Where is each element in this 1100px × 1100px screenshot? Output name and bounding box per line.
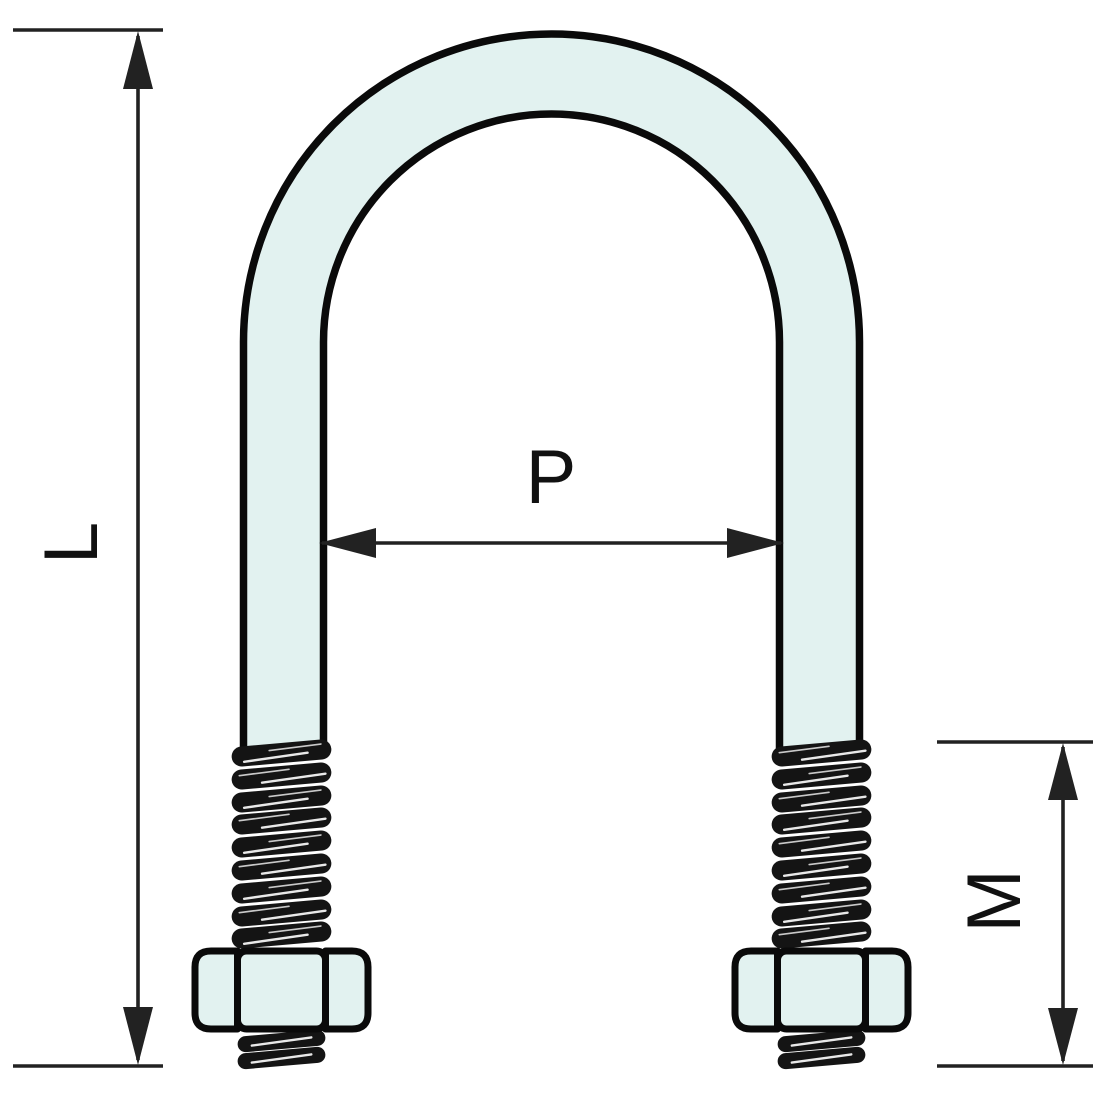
- dimension-M: [937, 740, 1093, 1068]
- label-pitch: P: [526, 435, 577, 520]
- left-nut-centre-facet: [234, 947, 329, 1033]
- right-nut-right-facet: [862, 947, 912, 1033]
- label-length: L: [29, 522, 114, 564]
- label-thread-length: M: [952, 869, 1037, 932]
- right-nut-centre-facet: [774, 947, 869, 1033]
- m-arrowhead-up: [1048, 743, 1078, 800]
- l-arrowhead-down: [123, 1007, 153, 1065]
- u-bolt-body: [239, 30, 864, 756]
- left-nut-left-facet: [191, 947, 241, 1033]
- left-nut-right-facet: [322, 947, 372, 1033]
- right-nut-left-facet: [731, 947, 781, 1033]
- right-hex-nut: [731, 947, 912, 1033]
- m-arrowhead-down: [1048, 1008, 1078, 1065]
- l-arrowhead-up: [123, 31, 153, 89]
- p-arrowhead-right: [727, 528, 784, 558]
- dimension-P: [319, 528, 784, 558]
- p-arrowhead-left: [319, 528, 376, 558]
- dimension-L: [13, 28, 163, 1068]
- left-hex-nut: [191, 947, 372, 1033]
